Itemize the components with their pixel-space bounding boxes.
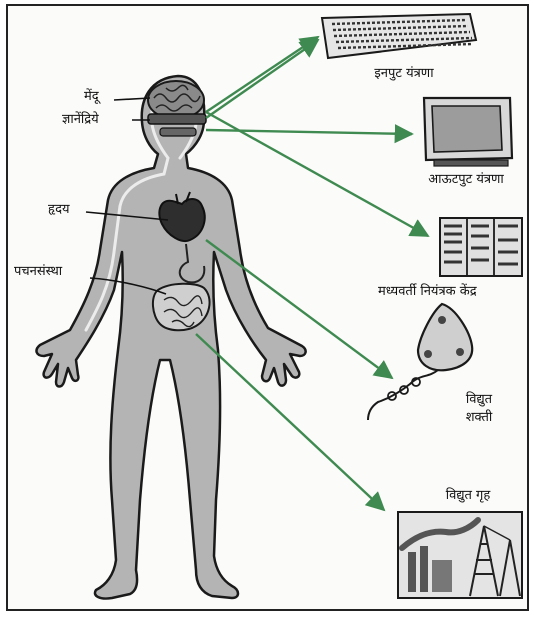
keyboard-icon (322, 14, 476, 58)
sense-organ-band (148, 114, 206, 124)
label-heart: हृदय (48, 202, 70, 218)
label-power-line2: शक्ती (444, 410, 514, 426)
mouth-band (160, 128, 196, 136)
arrow-to-input-2 (206, 40, 318, 118)
label-input: इनपुट यंत्रणा (344, 66, 464, 82)
monitor-icon (424, 98, 512, 166)
label-brain: मेंदू (84, 89, 99, 105)
arrow-to-cpu (206, 112, 428, 236)
label-senses: ज्ञानेंद्रिये (62, 112, 99, 128)
label-output: आऊटपुट यंत्रणा (406, 172, 526, 188)
arrow-to-input (206, 37, 318, 112)
label-power-plant: विद्युत गृह (418, 488, 518, 504)
label-cpu: मध्यवर्ती नियंत्रक केंद्र (378, 284, 477, 300)
human-body-figure (37, 76, 306, 599)
power-plant-icon (398, 512, 522, 598)
label-digestive: पचनसंस्था (14, 264, 62, 280)
body-silhouette (37, 76, 306, 599)
cabinet-icon (440, 218, 522, 276)
label-power-line1: विद्युत (444, 392, 514, 408)
intestine-shape (153, 284, 210, 331)
